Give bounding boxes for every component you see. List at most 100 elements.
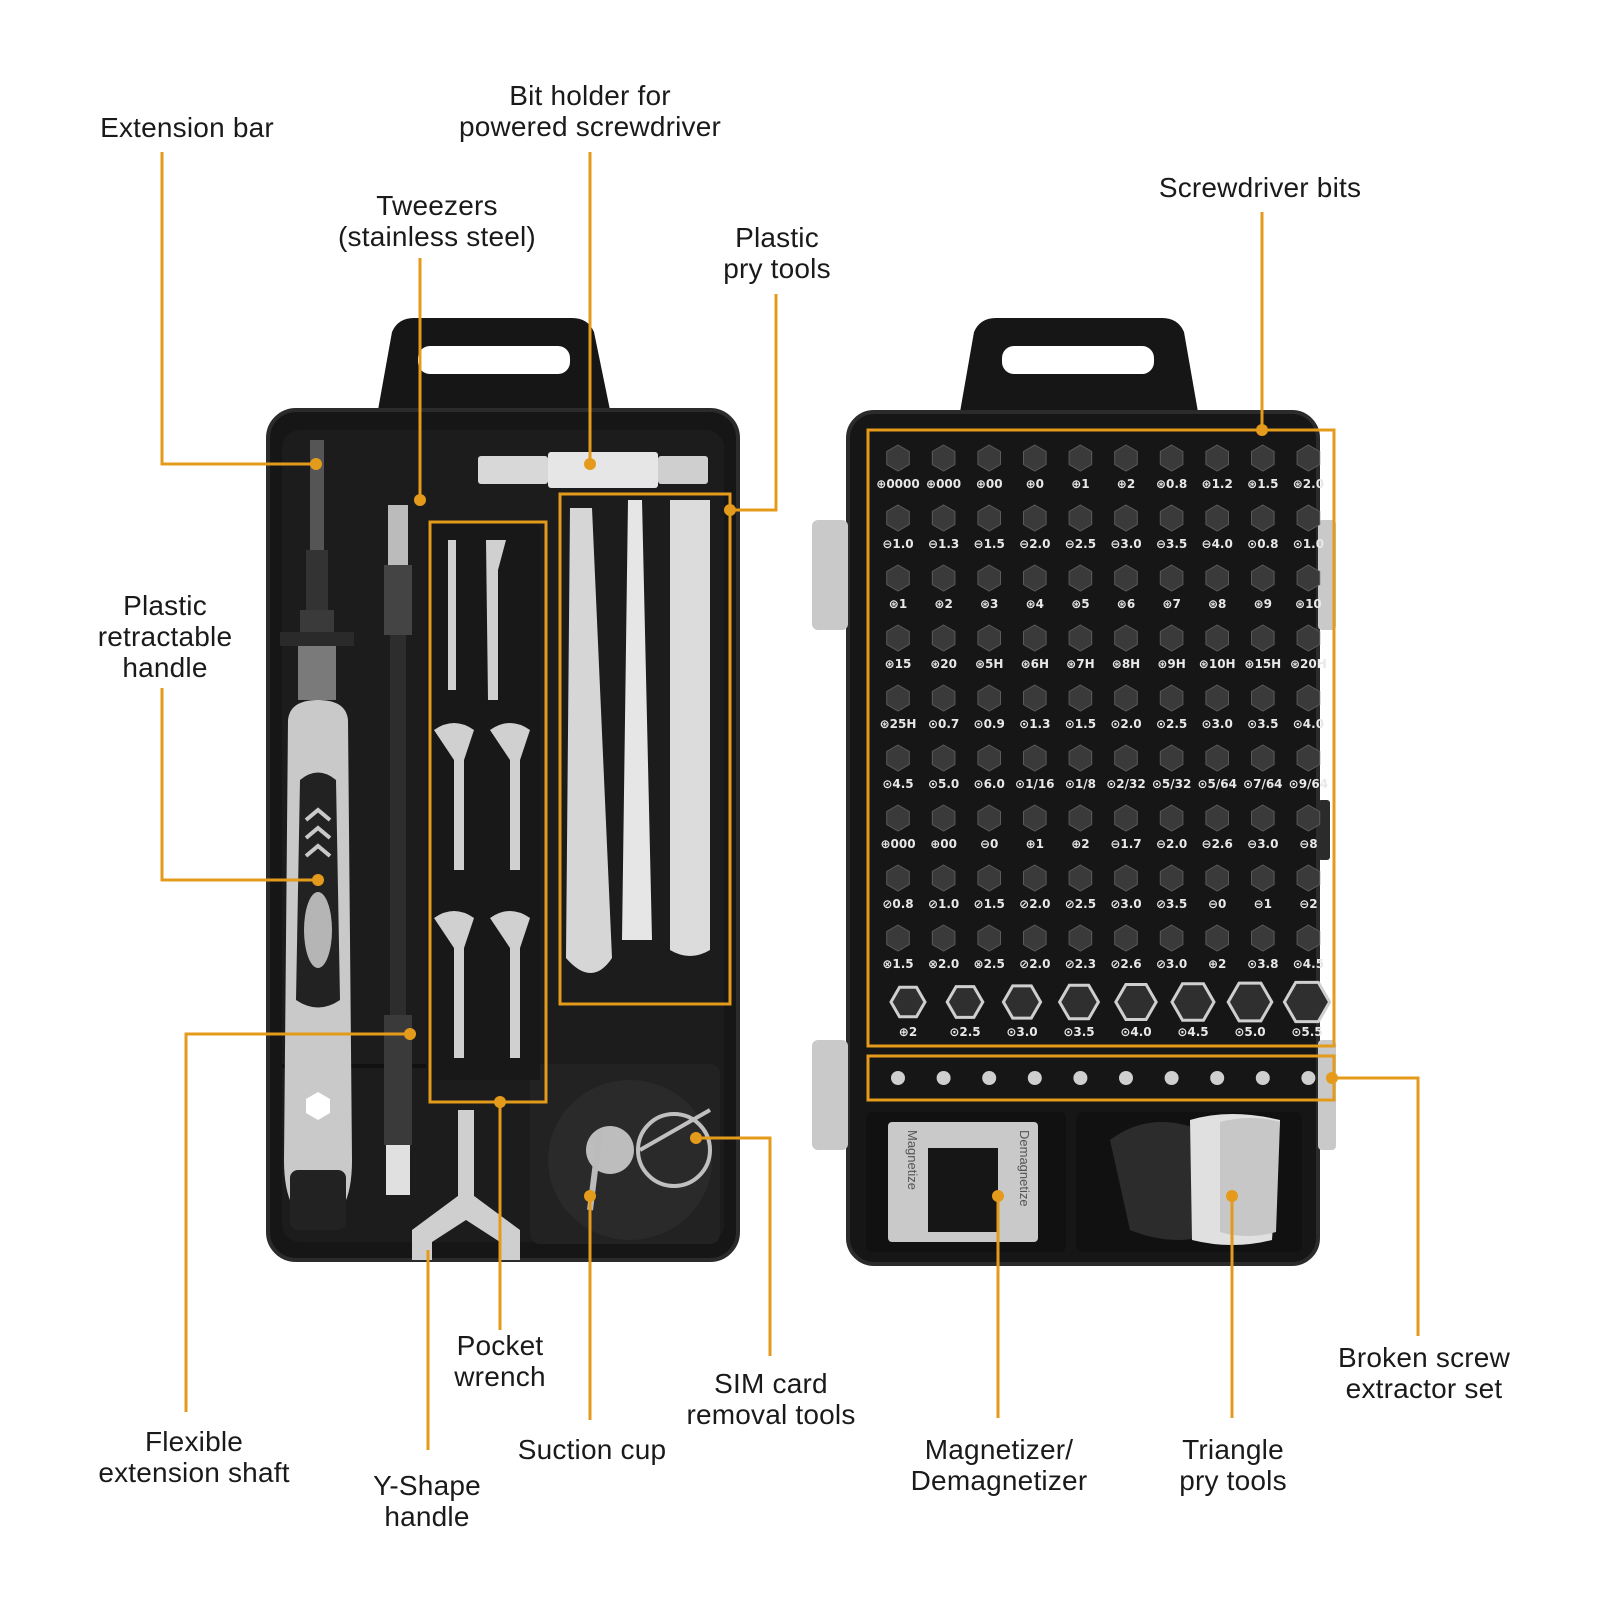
leader-dots [310,424,1338,1202]
screwdriver-bit [1296,504,1321,532]
bit-size-label: ⊛20 [930,657,957,671]
screwdriver-bit [931,924,956,952]
bit-size-label: ⊛4 [1026,597,1044,611]
bit-size-label: ⊖2.0 [1156,837,1187,851]
bit-size-label: ⊛25H [880,717,917,731]
bit-size-label: ⊙5/64 [1197,777,1237,791]
screwdriver-bit [1114,624,1138,652]
screwdriver-bit [1205,684,1229,712]
screwdriver-bit [1114,744,1138,772]
screwdriver-bit [1023,924,1047,952]
callout-sim-tools: SIM card removal tools [686,1368,856,1430]
extractor-bit [1073,1071,1088,1085]
socket-bit [889,985,927,1019]
screwdriver-bit [1205,924,1229,952]
leader-flexible-shaft [184,1032,410,1412]
bit-size-label: ⊘0.8 [882,897,913,911]
screwdriver-bit [1114,504,1138,532]
screwdriver-bit [886,864,910,892]
screwdriver-bit [1023,864,1047,892]
socket-bit [1282,980,1332,1024]
screwdriver-bit [886,804,910,832]
bit-size-label: ⊙0.7 [928,717,959,731]
leader-plastic-pry [730,294,778,512]
bit-size-label: ⊛15 [885,657,912,671]
leader-extension-bar [160,152,316,466]
bit-size-label: ⊛1 [889,597,907,611]
extractor-bit [891,1071,905,1085]
screwdriver-bit [1296,564,1321,592]
bit-size-label: ⊙1/16 [1015,777,1055,791]
screwdriver-bit [931,504,956,532]
screwdriver-bit [1251,924,1275,952]
bit-grid: ⊕0000⊕000⊕00⊕0⊕1⊕2⊛0.8⊛1.2⊛1.5⊛2.0⊖1.0⊖1… [876,444,1332,1039]
socket-size-label: ⊙2.5 [949,1025,980,1039]
screwdriver-bit [1068,684,1093,712]
bit-size-label: ⊘2.5 [1065,897,1096,911]
screwdriver-bit [1159,864,1184,892]
screwdriver-bit [1251,744,1275,772]
socket-size-label: ⊙5.5 [1291,1025,1322,1039]
callout-plastic-pry: Plastic pry tools [723,222,831,284]
callout-broken-screw: Broken screw extractor set [1337,1342,1510,1404]
bit-size-label: ⊗2.0 [928,957,959,971]
bit-size-label: ⊕0000 [876,477,919,491]
bit-holder [478,452,708,488]
extractor-bit [1119,1071,1133,1085]
screwdriver-bit [1251,444,1275,472]
callout-triangle-pry: Triangle pry tools [1179,1434,1287,1496]
bit-size-label: ⊛6H [1021,657,1049,671]
bit-size-label: ⊙6.0 [974,777,1005,791]
bit-size-label: ⊕2 [1117,477,1135,491]
bit-size-label: ⊖1 [1254,897,1272,911]
bit-size-label: ⊙4.5 [882,777,913,791]
bit-size-label: ⊙0.8 [1247,537,1278,551]
screwdriver-bit [931,564,956,592]
bit-size-label: ⊛2 [934,597,952,611]
bit-size-label: ⊛8 [1208,597,1226,611]
screwdriver-bit [931,744,956,772]
suction-cup-and-sim-tools [548,1080,712,1240]
extractor-bit [1164,1071,1179,1085]
tweezers-pocket-wrench-tray [426,520,540,1080]
screwdriver-bit [1159,624,1184,652]
pry-tools-highlight-box [558,492,732,1006]
socket-bit [1001,984,1043,1020]
callout-tweezers: Tweezers (stainless steel) [338,190,536,252]
socket-size-label: ⊙4.0 [1120,1025,1151,1039]
screwdriver-bit [931,444,956,472]
screwdriver-bit [886,624,910,652]
bit-size-label: ⊕00 [976,477,1003,491]
bit-size-label: ⊖3.0 [1110,537,1141,551]
bit-size-label: ⊙4.5 [1293,957,1324,971]
screwdriver-bit [1023,744,1047,772]
callout-suction-cup: Suction cup [517,1434,667,1465]
socket-size-label: ⊙5.0 [1234,1025,1265,1039]
socket-bit [1057,983,1101,1021]
bit-size-label: ⊛0.8 [1156,477,1187,491]
bit-size-label: ⊙7/64 [1243,777,1283,791]
screwdriver-bit [1114,684,1138,712]
bit-size-label: ⊘1.0 [928,897,959,911]
bit-size-label: ⊙1.0 [1293,537,1324,551]
bit-size-label: ⊖3.0 [1247,837,1278,851]
right-case: ⊕0000⊕000⊕00⊕0⊕1⊕2⊛0.8⊛1.2⊛1.5⊛2.0⊖1.0⊖1… [812,318,1336,1266]
bit-size-label: ⊖1.3 [928,537,959,551]
bit-size-label: ⊖2.5 [1065,537,1096,551]
tweezers-highlight-box [428,520,548,1104]
screwdriver-bit [1296,624,1321,652]
bit-size-label: ⊖1.5 [974,537,1005,551]
bit-size-label: ⊙3.0 [1202,717,1233,731]
bit-size-label: ⊙9/64 [1289,777,1329,791]
screwdriver-bit [1023,624,1047,652]
bit-size-label: ⊙1/8 [1065,777,1096,791]
bit-size-label: ⊘3.5 [1156,897,1187,911]
bit-size-label: ⊕2 [1071,837,1089,851]
screwdriver-bit [886,744,910,772]
bit-size-label: ⊖3.5 [1156,537,1187,551]
screwdriver-bit [1068,504,1093,532]
left-case [266,318,740,1262]
bit-size-label: ⊘3.0 [1156,957,1187,971]
bit-size-label: ⊙3.8 [1247,957,1278,971]
socket-size-label: ⊙4.5 [1177,1025,1208,1039]
